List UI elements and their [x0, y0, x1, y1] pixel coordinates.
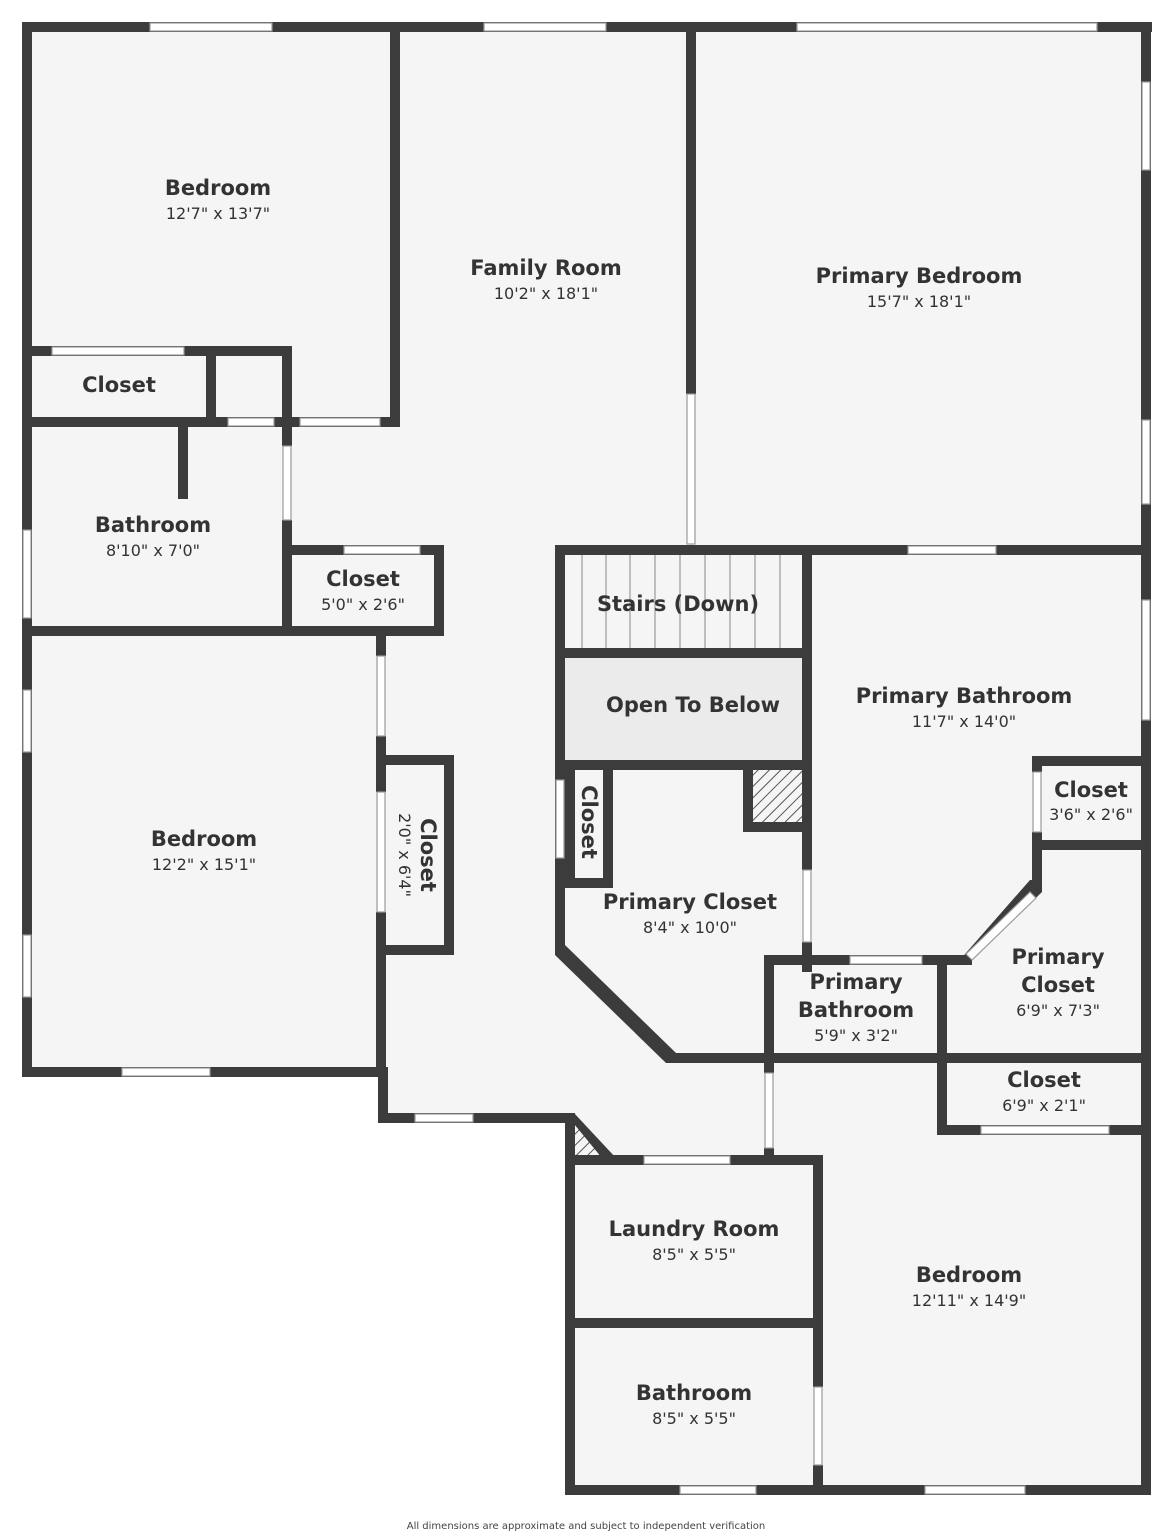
room-dimensions: 6'9" x 7'3" — [1016, 1001, 1100, 1020]
room-primary-bathroom: Primary Bathroom 11'7" x 14'0" — [856, 684, 1073, 731]
room-family-room: Family Room 10'2" x 18'1" — [470, 256, 621, 303]
room-dimensions: 6'9" x 2'1" — [1002, 1096, 1086, 1115]
room-dimensions: 3'6" x 2'6" — [1049, 805, 1133, 824]
room-closet-small-e: Closet 3'6" x 2'6" — [1049, 778, 1133, 824]
room-label: Closet — [326, 567, 400, 591]
room-bedroom-se: Bedroom 12'11" x 14'9" — [912, 1263, 1026, 1310]
room-label: Closet — [1054, 778, 1128, 802]
room-primary-closet-mid: Primary Closet 8'4" x 10'0" — [603, 890, 777, 937]
room-closet-se: Closet 6'9" x 2'1" — [1002, 1068, 1086, 1115]
room-label: Bathroom — [636, 1381, 752, 1405]
room-dimensions: 15'7" x 18'1" — [867, 292, 971, 311]
room-dimensions: 11'7" x 14'0" — [912, 712, 1016, 731]
room-dimensions: 12'7" x 13'7" — [166, 204, 270, 223]
room-label-line2: Closet — [1021, 973, 1095, 997]
room-label: Bathroom — [95, 513, 211, 537]
room-dimensions: 5'9" x 3'2" — [814, 1026, 898, 1045]
stairs-treads — [581, 554, 781, 652]
room-dimensions: 8'5" x 5'5" — [652, 1245, 736, 1264]
room-bedroom-nw: Bedroom 12'7" x 13'7" — [165, 176, 271, 223]
room-stairs: Stairs (Down) — [597, 592, 759, 616]
room-label: Bedroom — [151, 827, 257, 851]
room-label: Primary Bedroom — [816, 264, 1023, 288]
room-label: Laundry Room — [609, 1217, 780, 1241]
room-label-line2: Bathroom — [798, 998, 914, 1022]
room-label: Bedroom — [165, 176, 271, 200]
room-bathroom-w: Bathroom 8'10" x 7'0" — [95, 513, 211, 560]
room-dimensions: 8'10" x 7'0" — [106, 541, 200, 560]
room-dimensions: 10'2" x 18'1" — [494, 284, 598, 303]
hatched-shaft — [752, 770, 802, 822]
room-primary-closet-e: Primary Closet 6'9" x 7'3" — [1011, 945, 1104, 1020]
room-closet-nw: Closet — [82, 373, 156, 397]
room-label: Closet — [577, 785, 601, 859]
room-primary-bedroom: Primary Bedroom 15'7" x 18'1" — [816, 264, 1023, 311]
room-dimensions: 8'5" x 5'5" — [652, 1409, 736, 1428]
room-label-line1: Primary — [809, 970, 902, 994]
room-closet-vertical: Closet 2'0" x 6'4" — [395, 813, 440, 897]
room-closet-mid: Closet — [577, 785, 601, 859]
room-dimensions: 12'2" x 15'1" — [152, 855, 256, 874]
room-bathroom-s: Bathroom 8'5" x 5'5" — [636, 1381, 752, 1428]
room-label: Closet — [82, 373, 156, 397]
room-label: Bedroom — [916, 1263, 1022, 1287]
room-closet-hall: Closet 5'0" x 2'6" — [321, 567, 405, 614]
room-laundry: Laundry Room 8'5" x 5'5" — [609, 1217, 780, 1264]
open-to-below-area — [562, 654, 805, 764]
room-label: Open To Below — [606, 693, 780, 717]
room-label: Primary Closet — [603, 890, 777, 914]
room-dimensions: 2'0" x 6'4" — [395, 813, 414, 897]
room-bedroom-w: Bedroom 12'2" x 15'1" — [151, 827, 257, 874]
room-dimensions: 5'0" x 2'6" — [321, 595, 405, 614]
room-label-line1: Primary — [1011, 945, 1104, 969]
windows — [22, 22, 1151, 1495]
room-label: Primary Bathroom — [856, 684, 1073, 708]
room-dimensions: 12'11" x 14'9" — [912, 1291, 1026, 1310]
disclaimer-text: All dimensions are approximate and subje… — [407, 1521, 766, 1532]
room-dimensions: 8'4" x 10'0" — [643, 918, 737, 937]
room-open-to-below: Open To Below — [606, 693, 780, 717]
room-label: Stairs (Down) — [597, 592, 759, 616]
room-label: Family Room — [470, 256, 621, 280]
room-primary-bathroom-small: Primary Bathroom 5'9" x 3'2" — [798, 970, 914, 1045]
room-label: Closet — [1007, 1068, 1081, 1092]
room-label: Closet — [416, 818, 440, 892]
